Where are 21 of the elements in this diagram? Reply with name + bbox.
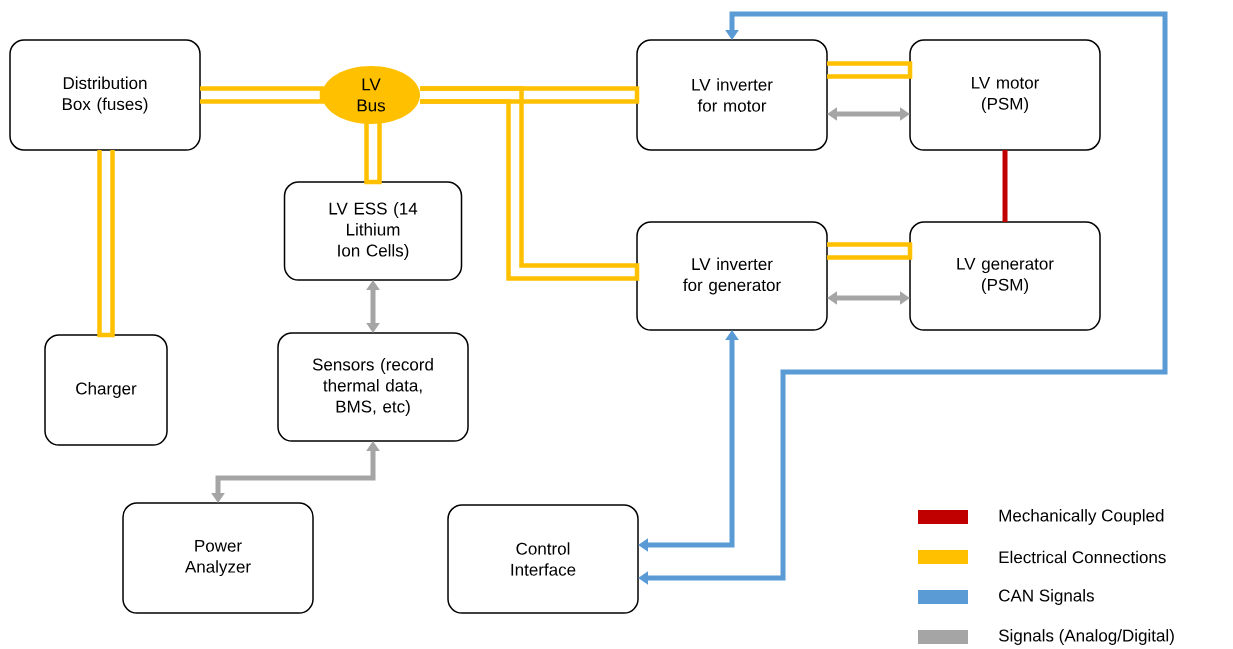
process-box: LV inverter for generator <box>636 221 828 331</box>
process-box: LV generator (PSM) <box>909 221 1101 331</box>
cable-line <box>824 242 913 260</box>
process-box: Distribution Box (fuses) <box>9 39 201 151</box>
process-box: Control Interface <box>447 504 639 614</box>
cable-line <box>197 86 325 104</box>
legend-label: Signals (Analog/Digital) <box>999 629 1174 645</box>
connector-line <box>1002 150 1008 222</box>
legend-label: Mechanically Coupled <box>999 509 1164 525</box>
process-box: LV motor (PSM) <box>909 39 1101 151</box>
cable-line <box>97 147 115 338</box>
process-box: LV ESS (14 Lithium Ion Cells) <box>283 181 463 281</box>
process-box: Charger <box>44 334 168 446</box>
legend-label: CAN Signals <box>999 589 1094 605</box>
process-box: Sensors (record thermal data, BMS, etc) <box>277 332 469 442</box>
cable-line <box>417 86 640 281</box>
process-box: Power Analyzer <box>122 502 314 614</box>
cable-line <box>824 61 913 79</box>
legend-label: Electrical Connections <box>999 550 1166 564</box>
cable-line <box>364 120 382 185</box>
process-box: LV inverter for motor <box>636 39 828 151</box>
